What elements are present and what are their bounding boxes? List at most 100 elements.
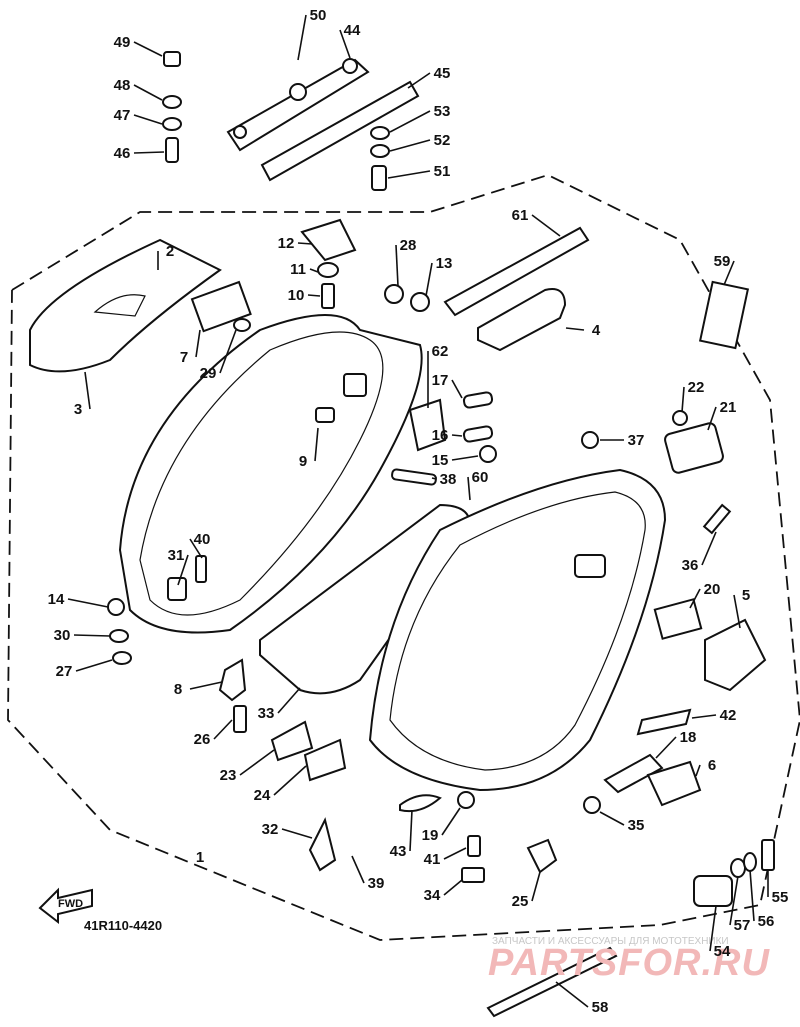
callout-45: 45: [434, 65, 451, 82]
leader-34: [443, 879, 463, 896]
callout-47: 47: [114, 107, 131, 124]
leader-30: [73, 634, 111, 637]
leader-28: [395, 244, 399, 287]
callout-1: 1: [196, 849, 204, 866]
leader-12: [297, 242, 313, 245]
leader-6: [695, 764, 701, 777]
leader-23: [239, 749, 275, 776]
leader-35: [599, 811, 625, 826]
callout-38: 38: [440, 471, 457, 488]
callout-7: 7: [180, 349, 188, 366]
callout-2: 2: [166, 243, 174, 260]
callout-11: 11: [290, 261, 306, 278]
callout-55: 55: [772, 889, 789, 906]
callout-33: 33: [258, 705, 275, 722]
leader-27: [75, 659, 113, 672]
callout-49: 49: [114, 34, 131, 51]
callout-18: 18: [680, 729, 697, 746]
callout-34: 34: [424, 887, 441, 904]
callout-5: 5: [742, 587, 750, 604]
watermark-brand: PARTSFOR.RU: [488, 942, 770, 984]
callout-59: 59: [714, 253, 731, 270]
callout-4: 4: [592, 322, 601, 339]
leader-45: [407, 72, 431, 89]
callout-53: 53: [434, 103, 451, 120]
leader-18: [655, 736, 677, 759]
side-trim-assembly: [29, 238, 252, 373]
leader-56: [749, 869, 755, 922]
callout-13: 13: [436, 255, 453, 272]
callout-8: 8: [174, 681, 182, 698]
leader-41: [443, 847, 467, 860]
callout-9: 9: [299, 453, 307, 470]
callout-51: 51: [434, 163, 451, 180]
leader-59: [723, 260, 735, 286]
leader-15: [451, 455, 479, 461]
callout-60: 60: [472, 469, 489, 486]
callout-3: 3: [74, 401, 82, 418]
leader-47: [133, 114, 163, 125]
leader-58: [555, 981, 589, 1008]
callout-24: 24: [254, 787, 271, 804]
callout-54: 54: [714, 943, 731, 960]
callout-37: 37: [628, 432, 645, 449]
callout-48: 48: [114, 77, 131, 94]
leader-26: [213, 719, 233, 740]
callout-58: 58: [592, 999, 609, 1016]
callout-14: 14: [48, 591, 65, 608]
callout-21: 21: [720, 399, 737, 416]
leader-50: [297, 14, 307, 61]
callout-20: 20: [704, 581, 721, 598]
callout-23: 23: [220, 767, 237, 784]
callout-61: 61: [512, 207, 529, 224]
callout-16: 16: [432, 427, 449, 444]
watermark-tagline: ЗАПЧАСТИ И АКСЕССУАРЫ ДЛЯ МОТОТЕХНИКИ: [492, 936, 729, 947]
leader-57: [729, 875, 739, 926]
callout-28: 28: [400, 237, 417, 254]
callout-29: 29: [200, 365, 217, 382]
callout-6: 6: [708, 757, 716, 774]
leader-22: [681, 386, 685, 413]
top-bracket-assembly: [226, 58, 420, 182]
callout-39: 39: [368, 875, 385, 892]
leader-39: [351, 855, 365, 884]
fastener-stack-left: [162, 51, 182, 163]
leader-46: [133, 151, 165, 154]
callout-17: 17: [432, 372, 449, 389]
leader-48: [133, 84, 163, 101]
callout-62: 62: [432, 343, 449, 360]
leader-4: [565, 327, 585, 331]
leader-38: [431, 477, 437, 480]
leader-61: [531, 214, 561, 237]
callout-12: 12: [278, 235, 295, 252]
leader-44: [339, 29, 351, 59]
callout-labels: 1234567891011121314151617181920212223242…: [48, 7, 789, 1016]
leader-lines: [67, 14, 769, 1008]
leader-49: [133, 41, 163, 57]
callout-50: 50: [310, 7, 327, 24]
leader-13: [425, 262, 433, 297]
callout-31: 31: [168, 547, 185, 564]
leader-43: [409, 809, 413, 852]
callout-43: 43: [390, 843, 407, 860]
callout-19: 19: [422, 827, 439, 844]
leader-54: [709, 905, 717, 952]
leader-17: [451, 379, 463, 399]
callout-36: 36: [682, 557, 699, 574]
leader-24: [273, 765, 307, 796]
leader-20: [689, 588, 701, 609]
callout-46: 46: [114, 145, 131, 162]
callout-41: 41: [424, 851, 441, 868]
leader-14: [67, 598, 109, 608]
callout-42: 42: [720, 707, 737, 724]
leader-52: [389, 139, 431, 152]
diagram-code: 41R110-4420: [84, 918, 162, 933]
leader-40: [189, 538, 203, 559]
misc-parts: [107, 218, 775, 1018]
leader-11: [309, 268, 319, 273]
right-pannier-case: [368, 468, 667, 792]
callout-10: 10: [288, 287, 305, 304]
leader-5: [733, 594, 741, 629]
leader-60: [467, 476, 471, 501]
